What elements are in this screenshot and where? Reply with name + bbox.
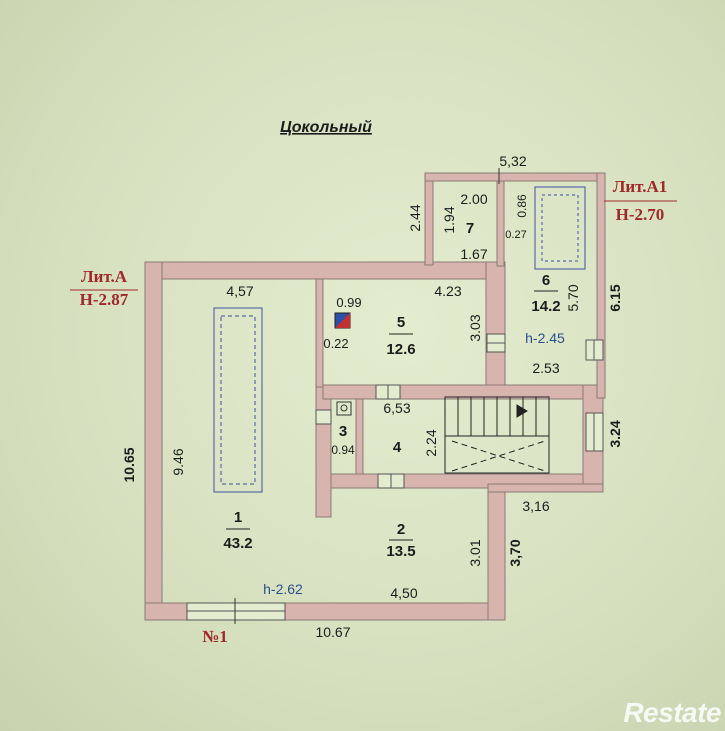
dim-r4-side: 2.24 [423,429,439,456]
dim-r5-top: 4.23 [434,283,461,299]
dim-r6-side: 5.70 [565,284,581,311]
lit-a-height: Н-2.87 [80,290,129,309]
dim-r5-notch-h: 0.22 [323,336,348,351]
dim-r5-side: 3.03 [467,314,483,341]
dim-r7-top: 2.00 [460,191,487,207]
dim-r1-side: 9.46 [170,448,186,475]
dim-ticks [234,168,500,624]
room6-height: h-2.45 [525,330,565,346]
dim-r2-side: 3.01 [467,539,483,566]
room6-num: 6 [542,272,550,289]
dim-r6-bottom: 2.53 [532,360,559,376]
lit-a-name: Лит.А [81,267,128,286]
dim-annex-small: 0.27 [505,229,526,241]
room1-height: h-2.62 [263,581,303,597]
dim-r1-top: 4,57 [226,283,253,299]
openings [186,333,604,621]
floor-title: Цокольный [280,119,372,136]
room3-num: 3 [339,423,347,440]
dim-r7-bottom: 1.67 [460,246,487,262]
room5-num: 5 [397,314,405,331]
room3-fixture [336,401,352,416]
room1-num: 1 [234,509,242,526]
room1-area: 43.2 [223,535,252,552]
dim-r3-width: 0.94 [331,443,355,457]
lit-a1-height: Н-2.70 [616,205,665,224]
dim-right-upper: 6.15 [607,284,623,311]
dim-bottom-total: 10.67 [315,624,350,640]
room2-num: 2 [397,521,405,538]
staircase [444,396,550,474]
dim-annex-gap: 0.86 [515,194,529,218]
dim-r5-notch-w: 0.99 [336,295,361,310]
dim-r7-side: 1.94 [441,206,457,233]
lit-a1-name: Лит.А1 [613,177,668,196]
room6-area: 14.2 [531,298,560,315]
pool-fixture [213,307,263,493]
plan-number: №1 [202,627,228,646]
dim-annex-left: 2.44 [407,204,423,231]
dim-right-mid: 3.24 [607,420,623,447]
room2-area: 13.5 [386,543,415,560]
dim-right-lower: 3,70 [507,539,523,566]
dim-left-total: 10.65 [121,447,137,482]
room4-num: 4 [393,439,402,456]
boiler-icon [334,312,351,329]
dim-r2-bottom: 4,50 [390,585,417,601]
dim-step-3-16: 3,16 [522,498,549,514]
dim-annex-top: 5,32 [499,153,526,169]
room7-num: 7 [466,220,474,237]
dim-r4-top: 6,53 [383,400,410,416]
bath-fixture [534,186,586,270]
room5-area: 12.6 [386,341,415,358]
watermark-logo: Restate [623,697,721,728]
